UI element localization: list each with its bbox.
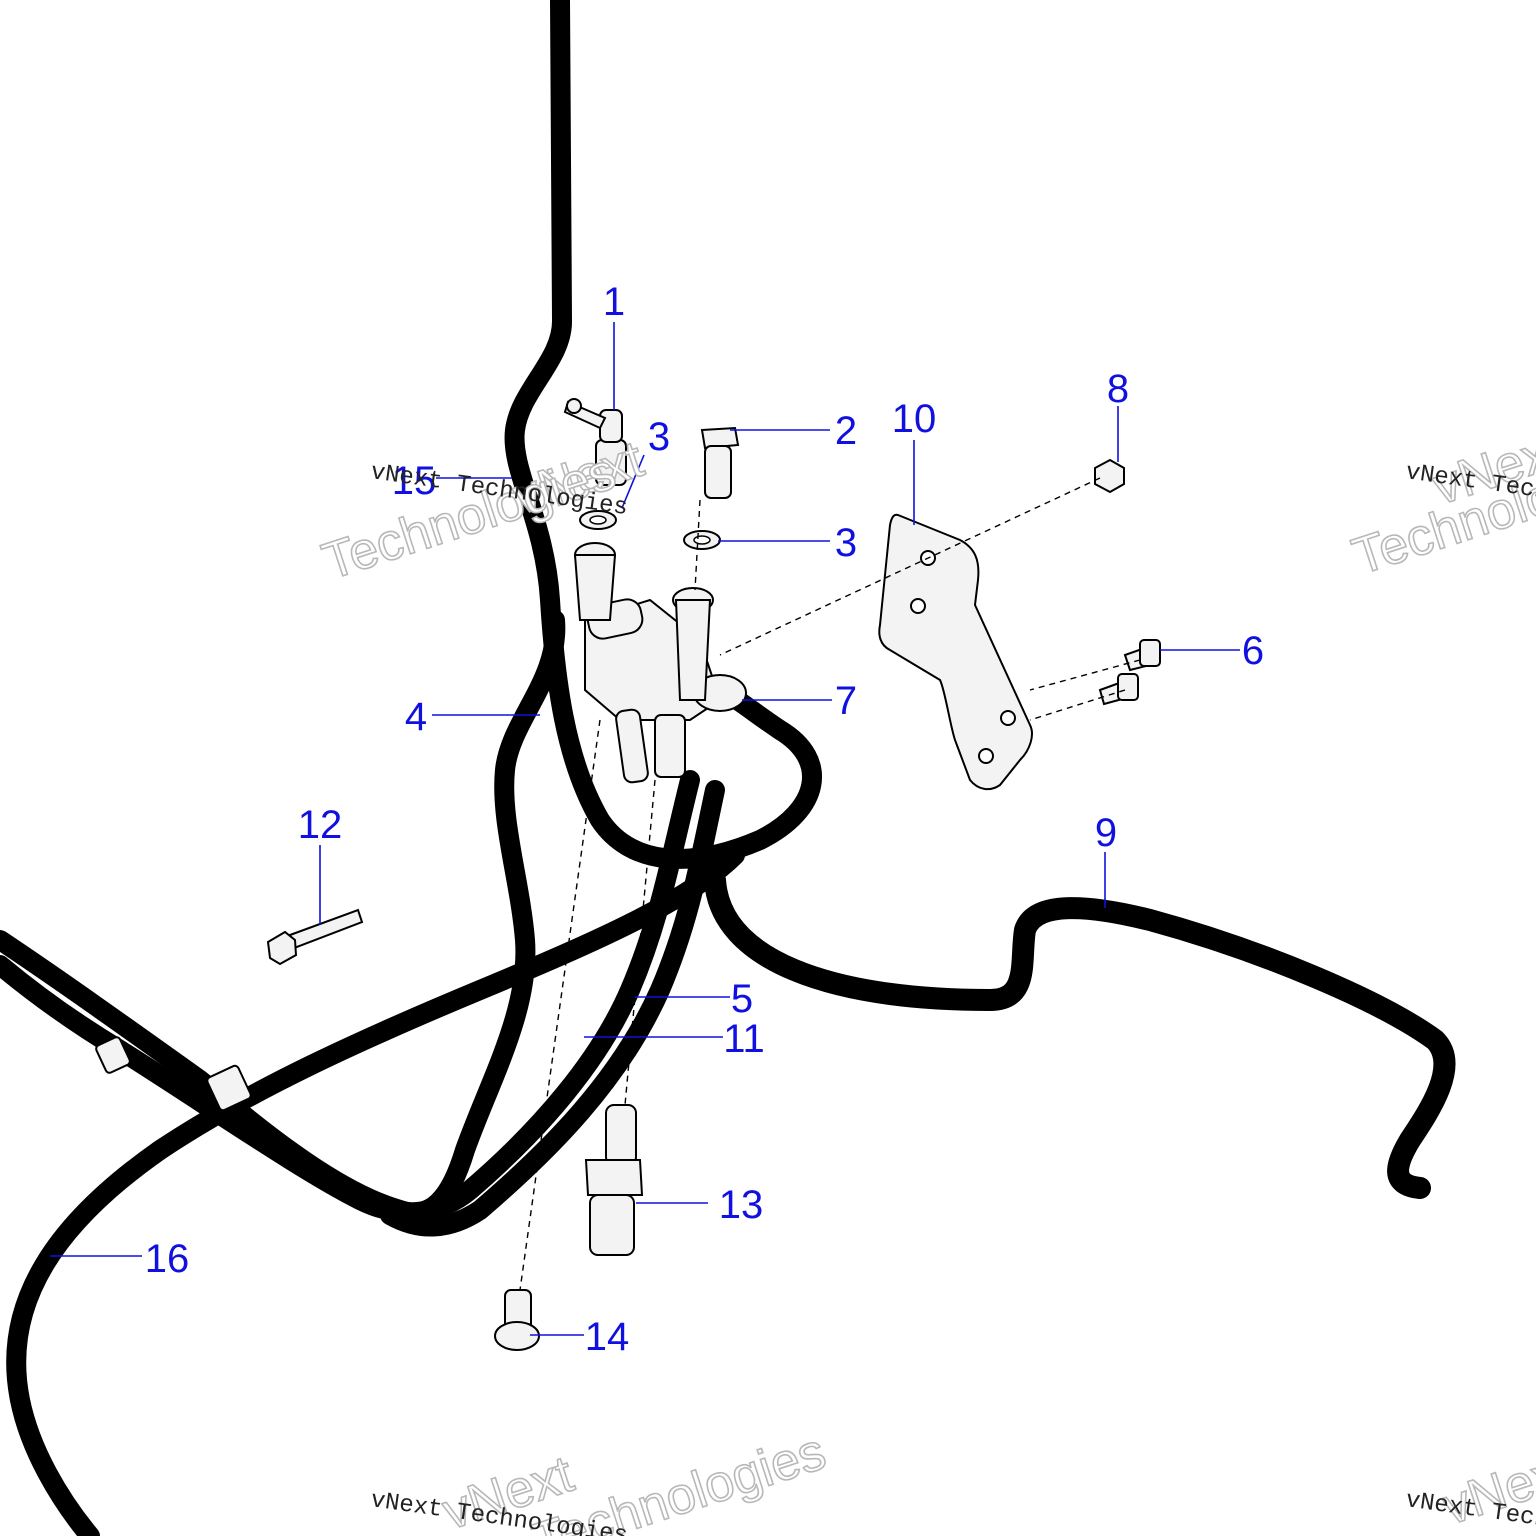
brake-line-9	[704, 869, 1456, 1199]
brake-line-16	[6, 845, 745, 1536]
line-clip	[95, 1036, 252, 1112]
bolt-part-12	[266, 908, 364, 966]
watermark-bottom: vNext Technologies vNext Technologies	[369, 1422, 833, 1536]
callout-leaders	[50, 322, 1240, 1336]
banjo-bolt-part-2	[700, 426, 740, 499]
callout-15: 15	[392, 459, 437, 503]
washer-part-3-left	[579, 510, 617, 530]
callout-11: 11	[723, 1017, 765, 1061]
callout-3-upper: 3	[648, 415, 670, 459]
junction-block	[573, 542, 747, 784]
pressure-switch-part-1	[563, 398, 627, 486]
fitting-part-13	[584, 1104, 644, 1256]
callout-numbers: 1 2 3 3 4 5 6 7 8 9 10 11 12 13 14 15 16	[145, 280, 1264, 1359]
callout-16: 16	[145, 1237, 190, 1281]
callout-2: 2	[835, 409, 857, 453]
callout-13: 13	[719, 1183, 764, 1227]
callout-9: 9	[1095, 811, 1117, 855]
callout-7: 7	[835, 679, 857, 723]
callout-6: 6	[1242, 629, 1264, 673]
nut-part-8	[1094, 458, 1125, 494]
callout-4: 4	[405, 695, 427, 739]
bolt-part-14	[494, 1289, 540, 1351]
bracket-part-10	[878, 513, 1033, 791]
callout-10: 10	[892, 397, 937, 441]
callout-5: 5	[731, 977, 753, 1021]
callout-8: 8	[1107, 367, 1129, 411]
washer-part-3-right	[683, 530, 721, 550]
callout-1: 1	[603, 280, 625, 324]
watermark-bottom-right: vNext vNext Technologies	[1404, 1439, 1536, 1536]
brake-line-4	[0, 610, 566, 1223]
callout-3-lower: 3	[835, 521, 857, 565]
brake-line-5	[0, 770, 700, 1223]
callout-12: 12	[298, 803, 343, 847]
alignment-lines	[519, 477, 1141, 1291]
brake-line-upper	[504, 0, 822, 869]
watermark-right: vNext Technologies vNext Technologies	[1345, 419, 1536, 587]
callout-14: 14	[585, 1315, 630, 1359]
screws-part-6	[1098, 639, 1161, 706]
